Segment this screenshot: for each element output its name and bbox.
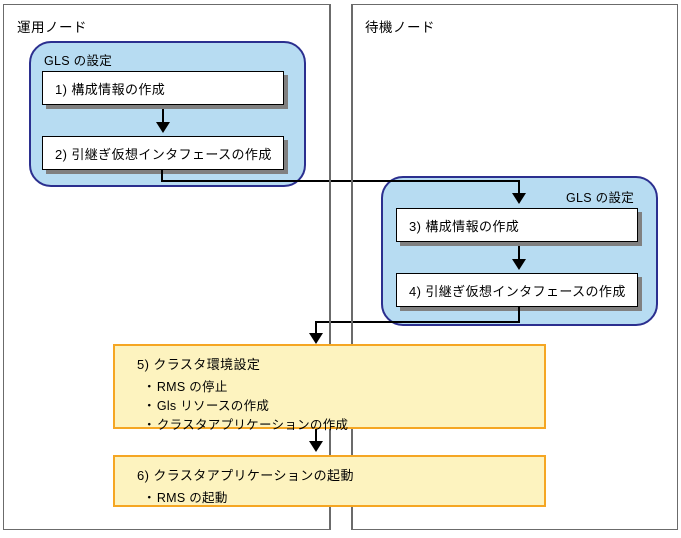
connector-step2-down [161, 170, 163, 182]
connector-into-step3 [518, 180, 520, 195]
task-box-5-heading: 5) クラスタ環境設定 [137, 357, 261, 372]
task-box-6-heading: 6) クラスタアプリケーションの起動 [137, 468, 354, 483]
arrowhead-step3-step4 [512, 259, 526, 270]
arrowhead-into-step3 [512, 193, 526, 204]
node-panel-title-standby: 待機ノード [365, 20, 435, 35]
gls-title-operational: GLS の設定 [44, 54, 113, 68]
connector-step1-step2 [162, 109, 164, 124]
task-box-5-bullet-1: RMS の停止 [115, 378, 544, 397]
arrowhead-into-task5 [309, 333, 323, 344]
task-box-6[interactable]: 6) クラスタアプリケーションの起動 RMS の起動 [113, 455, 546, 507]
connector-into-task5 [315, 321, 317, 336]
connector-task5-task6 [315, 429, 317, 444]
connector-step4-across [315, 321, 520, 323]
connector-step3-step4 [518, 246, 520, 261]
step-box-3[interactable]: 3) 構成情報の作成 [396, 208, 638, 242]
task-box-5[interactable]: 5) クラスタ環境設定 RMS の停止 Gls リソースの作成 クラスタアプリケ… [113, 344, 546, 432]
step-box-2-label: 2) 引継ぎ仮想インタフェースの作成 [55, 146, 272, 162]
connector-step4-down [518, 307, 520, 323]
panel-divider-left [329, 4, 331, 530]
node-panel-title-operational: 運用ノード [17, 20, 87, 35]
step-box-1[interactable]: 1) 構成情報の作成 [42, 71, 284, 105]
task-box-6-bullets: RMS の起動 [115, 489, 544, 508]
connector-step2-across [161, 180, 520, 182]
step-box-4-label: 4) 引継ぎ仮想インタフェースの作成 [409, 283, 626, 299]
step-box-4[interactable]: 4) 引継ぎ仮想インタフェースの作成 [396, 273, 638, 307]
step-box-3-label: 3) 構成情報の作成 [409, 218, 520, 234]
step-box-1-label: 1) 構成情報の作成 [55, 81, 166, 97]
gls-title-standby: GLS の設定 [566, 191, 635, 205]
task-box-5-bullets: RMS の停止 Gls リソースの作成 クラスタアプリケーションの作成 [115, 378, 544, 436]
panel-divider-right [351, 4, 353, 530]
task-box-5-bullet-2: Gls リソースの作成 [115, 397, 544, 416]
arrowhead-step1-step2 [156, 122, 170, 133]
task-box-5-bullet-3: クラスタアプリケーションの作成 [115, 416, 544, 435]
step-box-2[interactable]: 2) 引継ぎ仮想インタフェースの作成 [42, 136, 284, 170]
arrowhead-task5-task6 [309, 441, 323, 452]
task-box-6-bullet-1: RMS の起動 [115, 489, 544, 508]
